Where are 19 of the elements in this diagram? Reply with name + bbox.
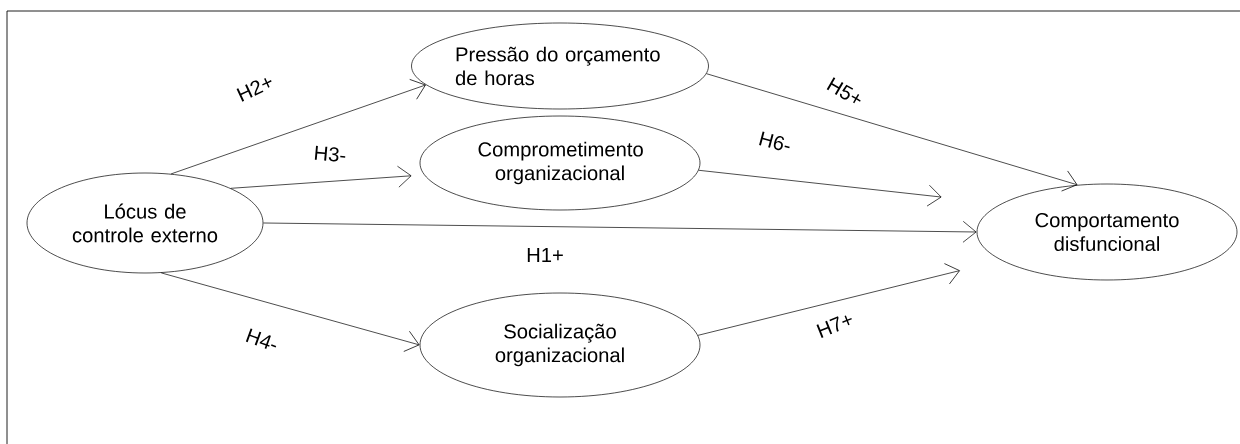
arrow xyxy=(697,263,960,336)
ellipse-node: Comportamento disfuncional xyxy=(976,183,1238,281)
ellipse-node: Pressão do orçamento de horas xyxy=(411,22,709,110)
arrow xyxy=(170,79,426,175)
ellipse-node: Comprometimento organizacional xyxy=(419,115,701,211)
edge-label: H3- xyxy=(314,145,346,162)
arrow xyxy=(263,221,977,243)
arrow xyxy=(160,272,420,352)
ellipse-node: Lócus de controle externo xyxy=(26,172,264,274)
edge-label: H1+ xyxy=(527,248,563,262)
edge-label: H2+ xyxy=(236,78,272,102)
ellipse-node: Socialização organizacional xyxy=(419,292,701,398)
edge-label: H6- xyxy=(759,131,790,151)
arrow xyxy=(706,73,1078,192)
arrow xyxy=(698,169,942,207)
edge-label: H7+ xyxy=(816,315,852,338)
arrow xyxy=(230,165,412,189)
edge-label: H5+ xyxy=(826,77,861,104)
edge-label: H4- xyxy=(245,328,277,349)
